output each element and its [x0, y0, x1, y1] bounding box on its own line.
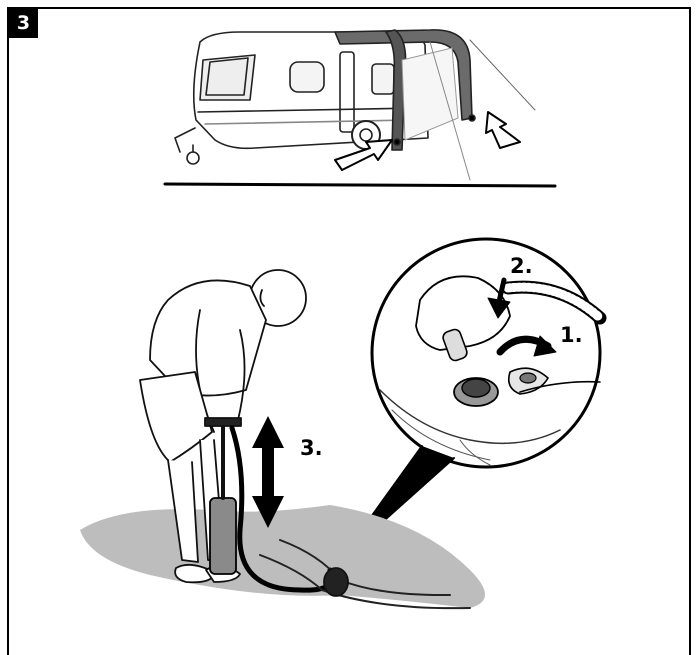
callout-step-1: 1.	[560, 325, 583, 346]
ground-line	[165, 184, 555, 186]
caravan-illustration	[165, 30, 555, 186]
callout-step-3: 3.	[300, 438, 323, 459]
valve-detail-magnifier	[340, 239, 600, 560]
callout-step-2: 2.	[510, 256, 533, 277]
